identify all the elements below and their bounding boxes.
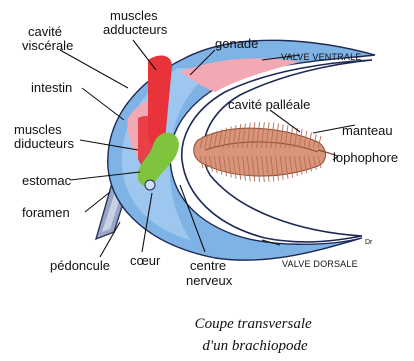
label-gonade: gonade (215, 36, 258, 51)
label-valve-ventrale: VALVE VENTRALE (281, 52, 362, 62)
label-coeur: cœur (130, 253, 161, 268)
label-intestin: intestin (31, 80, 72, 95)
label-cavite-viscerale: cavité viscérale (22, 24, 73, 53)
label-lophophore: lophophore (333, 150, 398, 165)
label-valve-dorsale: VALVE DORSALE (282, 259, 358, 269)
figure-caption: Coupe transversale d'un brachiopode (195, 316, 316, 354)
label-cavite-palleale: cavité palléale (228, 97, 310, 112)
lophophore-group (194, 122, 338, 182)
heart (145, 180, 155, 190)
label-muscles-adducteurs: muscles adducteurs (103, 8, 168, 37)
label-pedoncule: pédoncule (50, 258, 110, 273)
label-centre-nerveux: centre nerveux (186, 258, 233, 288)
label-estomac: estomac (22, 173, 72, 188)
label-foramen: foramen (22, 205, 70, 220)
label-muscles-diducteurs: muscles diducteurs (14, 122, 74, 151)
copyright-mark: Dr (365, 239, 373, 246)
label-manteau: manteau (342, 123, 393, 138)
